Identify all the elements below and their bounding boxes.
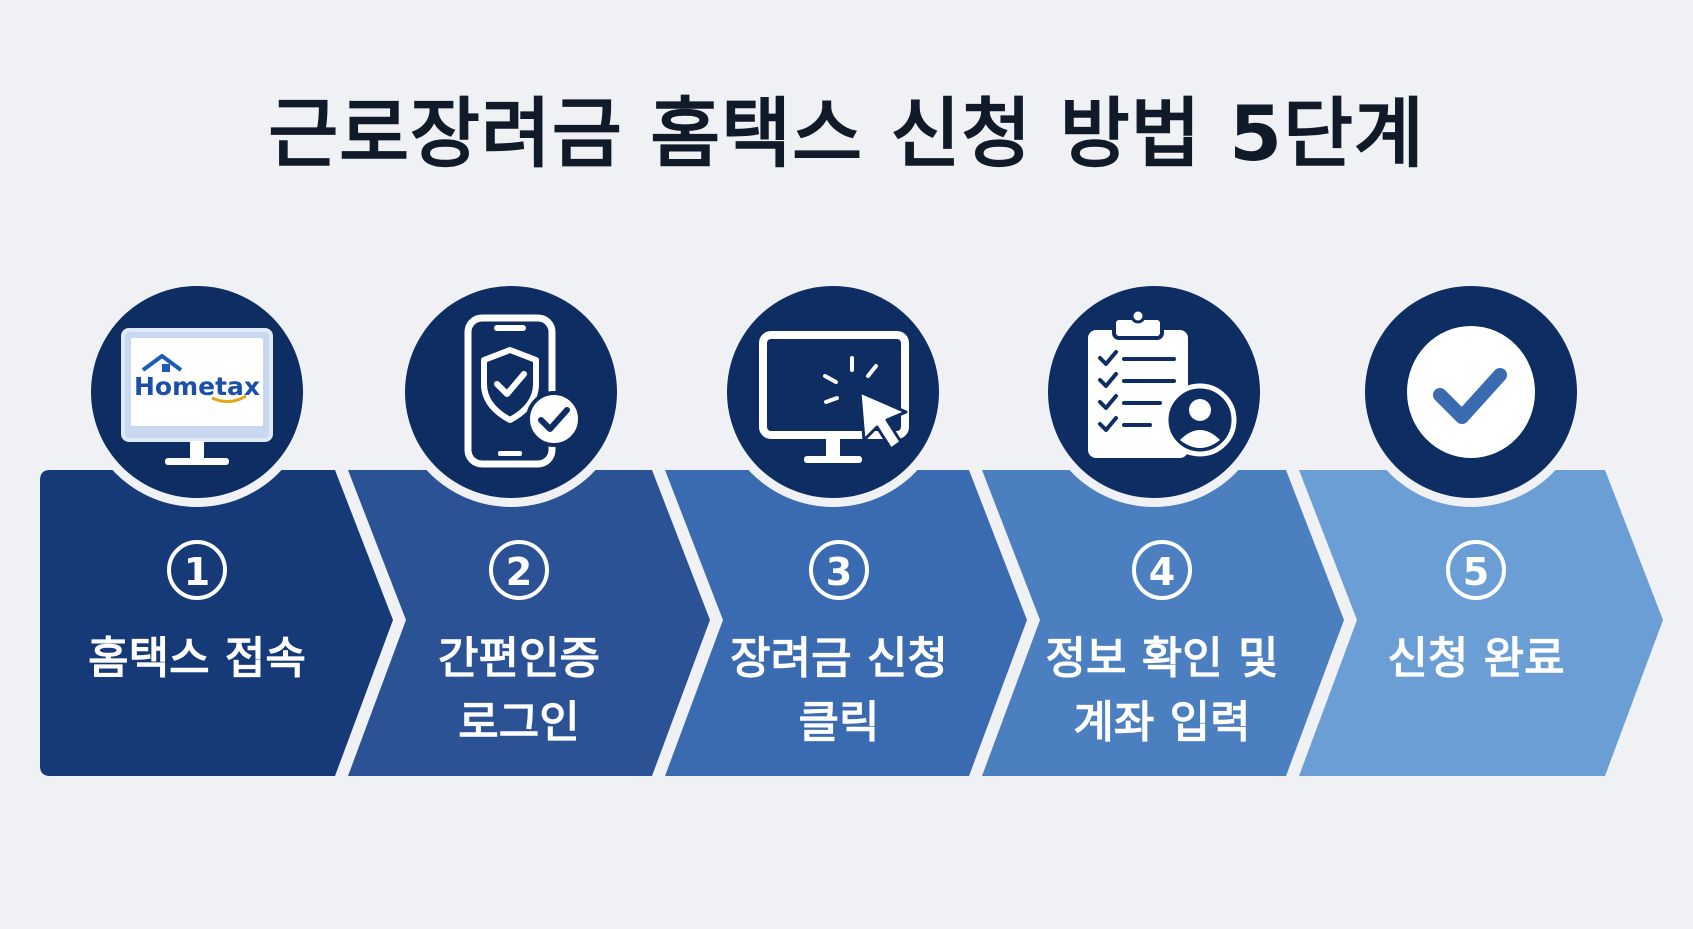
step-2-icon-circle [396, 277, 626, 507]
step-4-number-badge: 4 [1132, 540, 1192, 600]
step-5-number-badge: 5 [1446, 540, 1506, 600]
hometax-logo-text: Hometax [134, 372, 260, 401]
page-title: 근로장려금 홈택스 신청 방법 5단계 [268, 89, 1425, 178]
step-1-number: 1 [184, 550, 210, 594]
phone-shield-check-icon [464, 314, 582, 468]
step-2-number-badge: 2 [489, 540, 549, 600]
step-1-number-badge: 1 [167, 540, 227, 600]
step-2-label-line-1: 간편인증 [438, 633, 600, 684]
step-4-label-line-1: 정보 확인 및 [1045, 633, 1278, 684]
step-1-chevron [40, 470, 393, 776]
clipboard-checklist-user-icon [1088, 308, 1237, 458]
step-3-number-badge: 3 [809, 540, 869, 600]
step-numbers: 1 2 3 4 5 [167, 540, 1506, 600]
step-4-label-line-2: 계좌 입력 [1073, 697, 1250, 748]
step-3-label-line-1: 장려금 신청 [730, 633, 948, 684]
step-labels: 홈택스 접속 간편인증 로그인 장려금 신청 클릭 정보 확인 및 계좌 입력 … [88, 633, 1564, 748]
step-3-chevron [665, 470, 1027, 776]
monitor-hometax-icon: Hometax [121, 328, 273, 465]
step-4-icon-circle [1039, 277, 1269, 507]
step-icons: Hometax [82, 277, 1586, 507]
step-2-number: 2 [506, 550, 532, 594]
step-2-chevron [348, 470, 710, 776]
step-2-label-line-2: 로그인 [458, 697, 579, 748]
monitor-cursor-click-icon [759, 331, 909, 463]
step-4-number: 4 [1149, 550, 1175, 594]
step-3-number: 3 [826, 550, 852, 594]
step-3-icon-circle [718, 277, 948, 507]
step-1-label-line-1: 홈택스 접속 [88, 633, 306, 684]
step-5-icon-circle [1356, 277, 1586, 507]
step-chevrons [40, 470, 1663, 776]
step-3-label-line-2: 클릭 [799, 697, 880, 748]
step-5-label-line-1: 신청 완료 [1387, 633, 1564, 684]
step-1-icon-circle: Hometax [82, 277, 312, 507]
step-5-number: 5 [1463, 550, 1489, 594]
step-5-chevron [1299, 470, 1663, 776]
check-circle-icon [1407, 326, 1535, 458]
step-4-chevron [982, 470, 1344, 776]
